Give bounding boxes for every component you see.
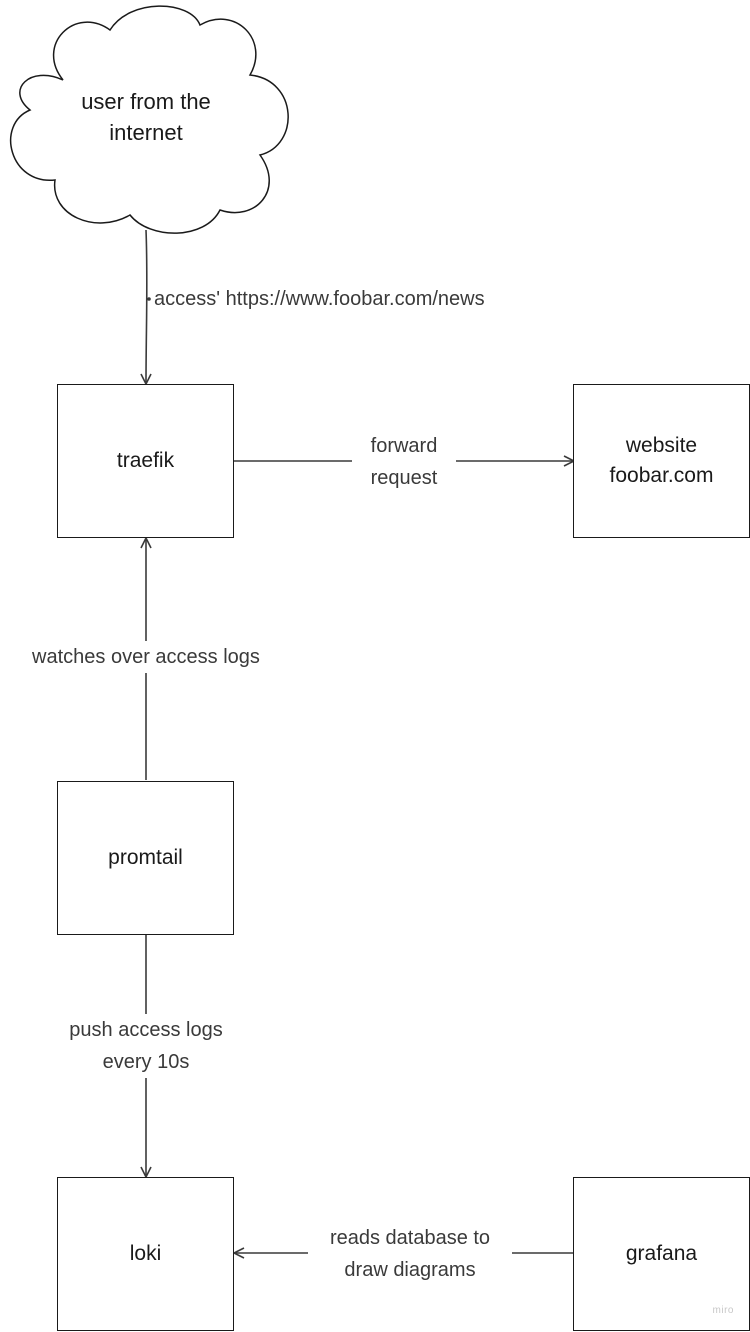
edge-label-dot [147, 297, 151, 301]
node-traefik-label: traefik [116, 449, 175, 472]
node-loki-label: loki [129, 1242, 162, 1265]
node-promtail-label: promtail [108, 846, 183, 869]
edge-label-watches: watches over access logs [12, 641, 280, 673]
miro-watermark: miro [712, 1305, 734, 1316]
edge-label-access: access' https://www.foobar.com/news [154, 288, 485, 310]
node-grafana-label: grafana [625, 1242, 698, 1265]
cloud-shape [9, 5, 289, 234]
node-promtail: promtail [57, 781, 234, 935]
node-loki: loki [57, 1177, 234, 1331]
node-grafana: grafana [573, 1177, 750, 1331]
edge-label-forward: forward request [352, 430, 456, 494]
node-website-label: website foobar.com [609, 434, 714, 487]
edge-cloud-to-traefik [146, 229, 147, 383]
node-website: website foobar.com [573, 384, 750, 538]
cloud-label: user from the internet [81, 89, 211, 145]
edge-label-reads: reads database to draw diagrams [308, 1222, 512, 1286]
edge-label-push: push access logs every 10s [52, 1014, 240, 1078]
node-traefik: traefik [57, 384, 234, 538]
